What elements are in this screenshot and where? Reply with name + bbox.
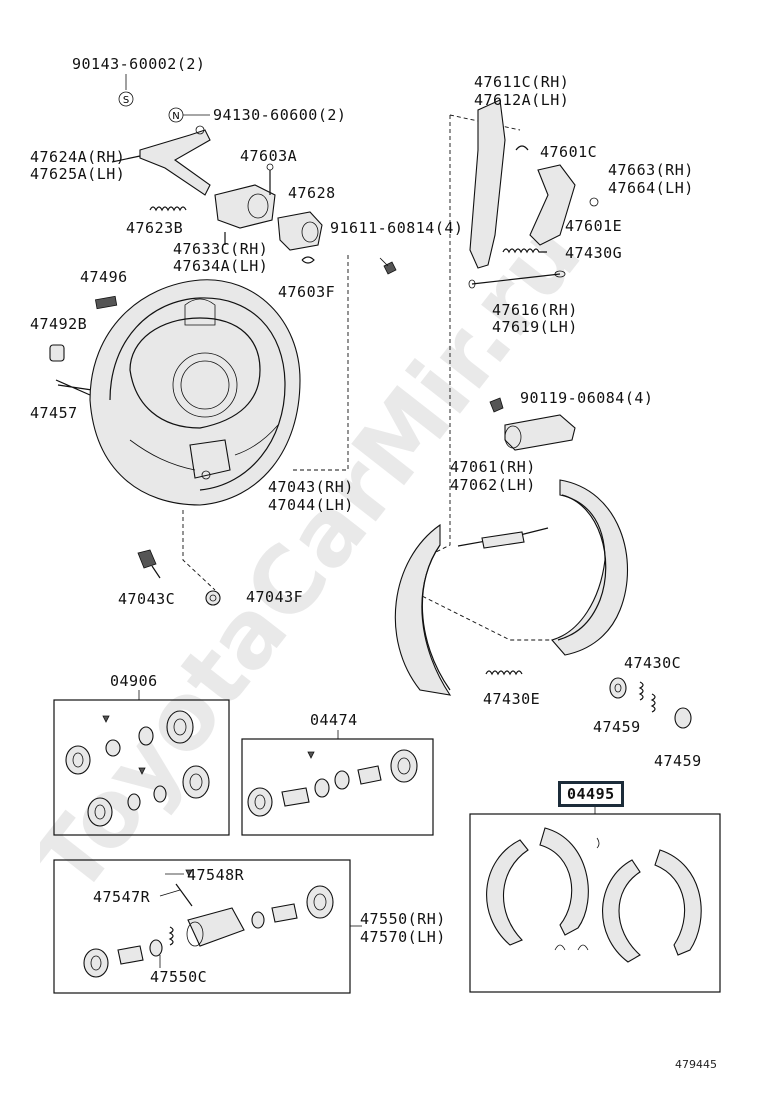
label-47459-a: 47459 [593, 718, 641, 736]
label-47044-lh: 47044(LH) [268, 496, 354, 514]
s-marker-icon: S [118, 91, 134, 107]
label-47619: 47619(LH) [492, 318, 578, 336]
label-04495: 04495 [558, 781, 624, 807]
label-47043-rh: 47043(RH) [268, 478, 354, 496]
label-47430e: 47430E [483, 690, 541, 708]
kit-box-04906 [53, 699, 230, 836]
label-90143-60002: 90143-60002(2) [72, 55, 206, 73]
label-47612a: 47612A(LH) [474, 91, 570, 109]
kit-box-04474 [241, 738, 434, 836]
label-47616: 47616(RH) [492, 301, 578, 319]
label-47633c: 47633C(RH) [173, 240, 269, 258]
label-47603f: 47603F [278, 283, 336, 301]
label-47634a: 47634A(LH) [173, 257, 269, 275]
label-47062: 47062(LH) [450, 476, 536, 494]
label-47624a: 47624A(RH) [30, 148, 126, 166]
n-marker-icon: N [168, 107, 184, 123]
label-47043c: 47043C [118, 590, 176, 608]
label-47061: 47061(RH) [450, 458, 536, 476]
kit-04474-parts [247, 749, 418, 817]
label-47043f: 47043F [246, 588, 304, 606]
label-47457: 47457 [30, 404, 78, 422]
label-47430c: 47430C [624, 654, 682, 672]
label-47570: 47570(LH) [360, 928, 446, 946]
label-04474: 04474 [310, 711, 358, 729]
label-47611c: 47611C(RH) [474, 73, 570, 91]
label-47663: 47663(RH) [608, 161, 694, 179]
label-47601e: 47601E [565, 217, 623, 235]
diagram-reference-number: 479445 [675, 1058, 717, 1071]
label-47430g: 47430G [565, 244, 623, 262]
label-90119-06084: 90119-06084(4) [520, 389, 654, 407]
label-47625a: 47625A(LH) [30, 165, 126, 183]
label-04906: 04906 [110, 672, 158, 690]
label-47550c: 47550C [150, 968, 208, 986]
kit-47550-parts [83, 869, 334, 978]
label-91611-60814: 91611-60814(4) [330, 219, 464, 237]
kit-box-04495 [469, 813, 721, 993]
n-marker-text: N [172, 111, 179, 122]
label-47623b: 47623B [126, 219, 184, 237]
label-47664: 47664(LH) [608, 179, 694, 197]
s-marker-text: S [123, 95, 129, 106]
label-47603a: 47603A [240, 147, 298, 165]
kit-04495-parts [486, 827, 702, 963]
label-47496: 47496 [80, 268, 128, 286]
label-47628: 47628 [288, 184, 336, 202]
label-94130-60600: 94130-60600(2) [213, 106, 347, 124]
label-47547r: 47547R [93, 888, 151, 906]
kit-box-47550 [53, 859, 351, 994]
kit-04906-parts [65, 710, 210, 827]
label-47548r: 47548R [187, 866, 245, 884]
label-47459-b: 47459 [654, 752, 702, 770]
label-47601c: 47601C [540, 143, 598, 161]
label-47492b: 47492B [30, 315, 88, 333]
label-47550: 47550(RH) [360, 910, 446, 928]
